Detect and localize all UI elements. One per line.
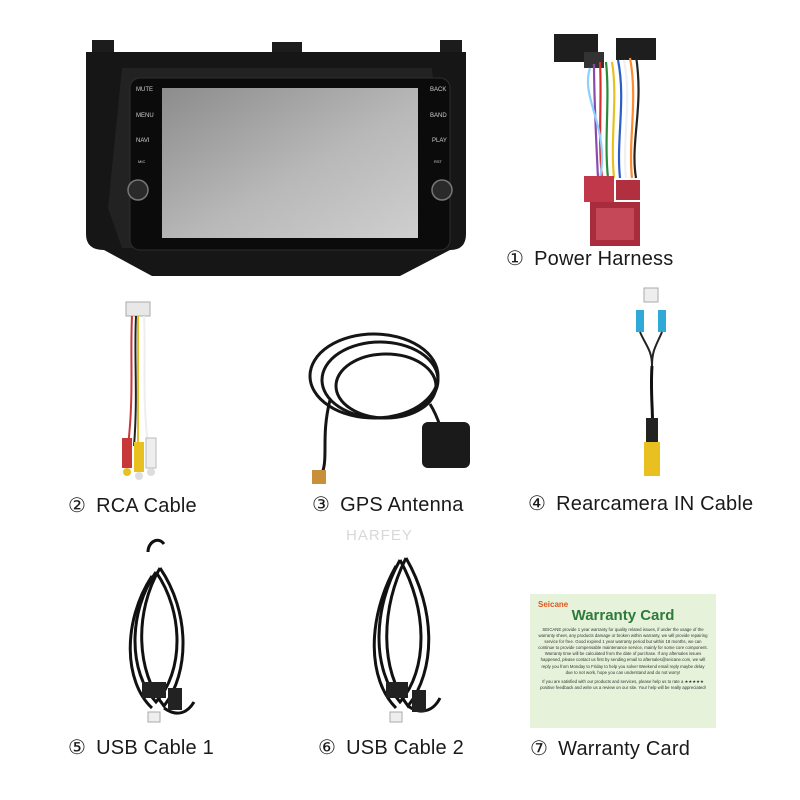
caption-label: GPS Antenna: [340, 494, 464, 516]
warranty-footer: If you are satisfied with our products a…: [540, 678, 706, 690]
caption-number: ⑦: [530, 736, 549, 760]
head-unit-drawing: [86, 40, 466, 276]
rst-label: RST: [434, 159, 442, 164]
caption-label: Power Harness: [534, 248, 674, 270]
power-harness-image: [540, 28, 690, 253]
menu-button: MENU: [136, 113, 154, 119]
caption-label: Warranty Card: [558, 738, 691, 760]
caption-number: ③: [312, 492, 331, 516]
usb-cable-2-image: [350, 530, 460, 735]
caption-number: ⑤: [68, 735, 87, 759]
usb-cable-2-drawing: [372, 557, 442, 723]
caption-number: ⑥: [318, 735, 337, 759]
caption-gps-antenna: ③ GPS Antenna: [312, 492, 464, 517]
back-button: BACK: [430, 87, 447, 93]
power-harness-drawing: [554, 34, 656, 246]
rca-cable-image: [108, 296, 168, 491]
play-button: PLAY: [432, 138, 447, 144]
caption-warranty-card: ⑦ Warranty Card: [530, 736, 690, 761]
gps-antenna-image: [300, 330, 480, 495]
caption-power-harness: ① Power Harness: [506, 246, 673, 271]
usb-cable-1-image: [108, 532, 218, 737]
caption-label: USB Cable 1: [96, 737, 214, 759]
mic-label: MIC: [138, 159, 146, 164]
rearcamera-cable-drawing: [636, 287, 666, 476]
warranty-brand: Seicane: [538, 600, 569, 609]
rearcamera-cable-image: [628, 286, 678, 491]
head-unit-image: MUTE MENU NAVI MIC BACK BAND PLAY RST: [82, 38, 470, 282]
warranty-body: SEICANE provide 1 year warranty for qual…: [538, 627, 708, 675]
navi-button: NAVI: [136, 138, 150, 144]
warranty-title: Warranty Card: [571, 607, 675, 624]
caption-usb-cable-2: ⑥ USB Cable 2: [318, 735, 464, 760]
caption-number: ①: [506, 246, 525, 270]
watermark: HARFEY: [346, 527, 413, 544]
caption-label: USB Cable 2: [346, 737, 464, 759]
band-button: BAND: [430, 113, 447, 119]
caption-label: RCA Cable: [96, 495, 197, 517]
caption-label: Rearcamera IN Cable: [556, 493, 754, 515]
gps-antenna-drawing: [308, 332, 470, 484]
warranty-card: Seicane Warranty Card SEICANE provide 1 …: [530, 594, 716, 728]
caption-number: ②: [68, 493, 87, 517]
usb-cable-1-drawing: [128, 538, 196, 723]
caption-usb-cable-1: ⑤ USB Cable 1: [68, 735, 214, 760]
caption-number: ④: [528, 491, 547, 515]
rca-cable-drawing: [122, 301, 157, 480]
mute-button: MUTE: [136, 87, 153, 93]
caption-rearcamera-cable: ④ Rearcamera IN Cable: [528, 491, 753, 516]
caption-rca-cable: ② RCA Cable: [68, 493, 197, 518]
